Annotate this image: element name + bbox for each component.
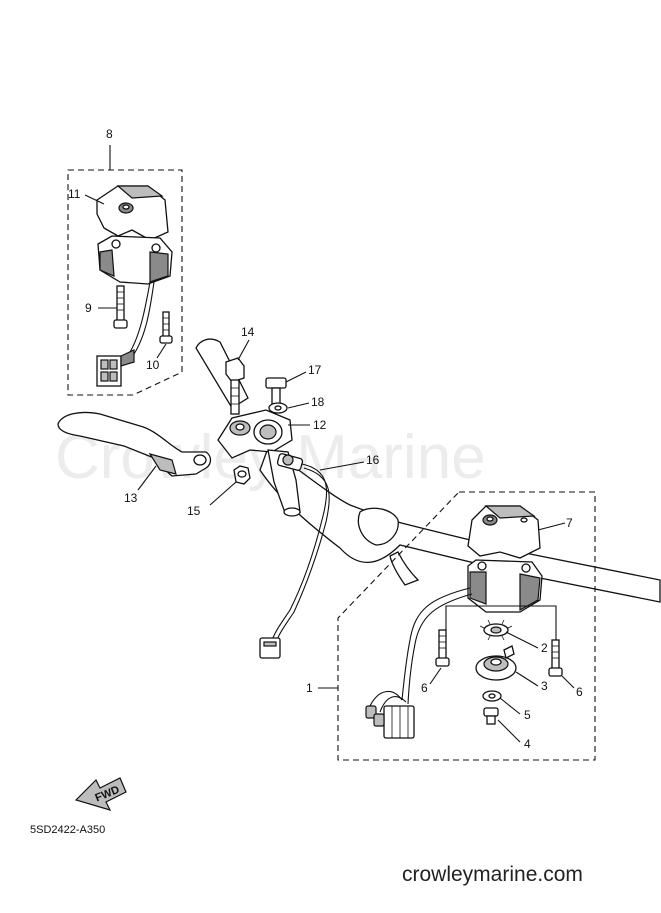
callout-2: 2: [541, 641, 548, 655]
wire-left-switch-2: [133, 281, 155, 355]
part-2-star-washer: [479, 619, 513, 641]
callout-11: 11: [68, 187, 81, 201]
part-3-grommet: [475, 645, 517, 681]
callout-5: 5: [524, 708, 531, 722]
leader-14: [237, 339, 250, 361]
part-6-screw-right: [548, 639, 563, 677]
part-4-screw: [483, 707, 499, 725]
site-label: crowleymarine.com: [402, 863, 583, 886]
part-8-switch-lower: [97, 235, 173, 285]
wire-left-switch: [129, 281, 151, 353]
callout-9: 9: [85, 301, 92, 315]
callout-3: 3: [541, 679, 548, 693]
callout-15: 15: [187, 504, 201, 518]
part-10-screw: [159, 311, 173, 344]
leader-15: [209, 481, 237, 506]
part-1-switch-lower: [467, 559, 543, 613]
part-13-lever: [57, 411, 212, 477]
callout-4: 4: [524, 737, 531, 751]
callout-6b: 6: [576, 685, 583, 699]
part-11-switch-upper: [96, 185, 169, 241]
leader-2: [505, 631, 539, 649]
leader-5: [499, 697, 521, 715]
connector-left-switch: [96, 349, 135, 387]
leader-17: [285, 371, 307, 383]
leader-11: [84, 194, 105, 205]
leader-13: [137, 465, 157, 491]
callout-12: 12: [313, 418, 327, 432]
part-16-clutch-switch: [259, 453, 330, 659]
part-14-bolt: [225, 357, 245, 415]
leader-6a: [429, 667, 442, 685]
part-6-screw-left: [435, 629, 450, 667]
part-18-washer: [268, 402, 288, 414]
leader-3: [515, 671, 539, 687]
leader-4: [497, 719, 521, 743]
fwd-arrow-icon: FWD: [74, 777, 127, 811]
part-7-switch-upper: [467, 505, 541, 559]
part-12-lever-bracket: [217, 409, 301, 517]
connector-right-switch: [365, 690, 415, 739]
diagram-code: 5SD2422-A350: [30, 824, 105, 836]
leader-7: [537, 522, 566, 531]
assembly-1-boundary: [337, 491, 596, 761]
callout-16: 16: [366, 453, 380, 467]
callout-10: 10: [146, 358, 160, 372]
callout-8: 8: [106, 127, 113, 141]
callout-1: 1: [306, 681, 313, 695]
callout-14: 14: [241, 325, 255, 339]
callout-17: 17: [308, 363, 322, 377]
part-5-washer: [482, 690, 502, 702]
part-17-bolt: [265, 377, 287, 405]
wire-right-switch-2: [407, 593, 473, 705]
assembly-8-boundary: [67, 169, 183, 396]
leader-10: [156, 343, 167, 359]
bracket-lines: [445, 605, 557, 640]
callout-13: 13: [124, 491, 138, 505]
callout-18: 18: [311, 395, 325, 409]
callout-7: 7: [566, 516, 573, 530]
leader-16: [319, 461, 365, 471]
part-15-nut: [233, 465, 251, 485]
leader-6b: [561, 675, 575, 689]
part-9-screw: [113, 285, 128, 329]
callout-6a: 6: [421, 681, 428, 695]
leader-18: [287, 402, 310, 409]
wire-right-switch: [401, 587, 471, 701]
